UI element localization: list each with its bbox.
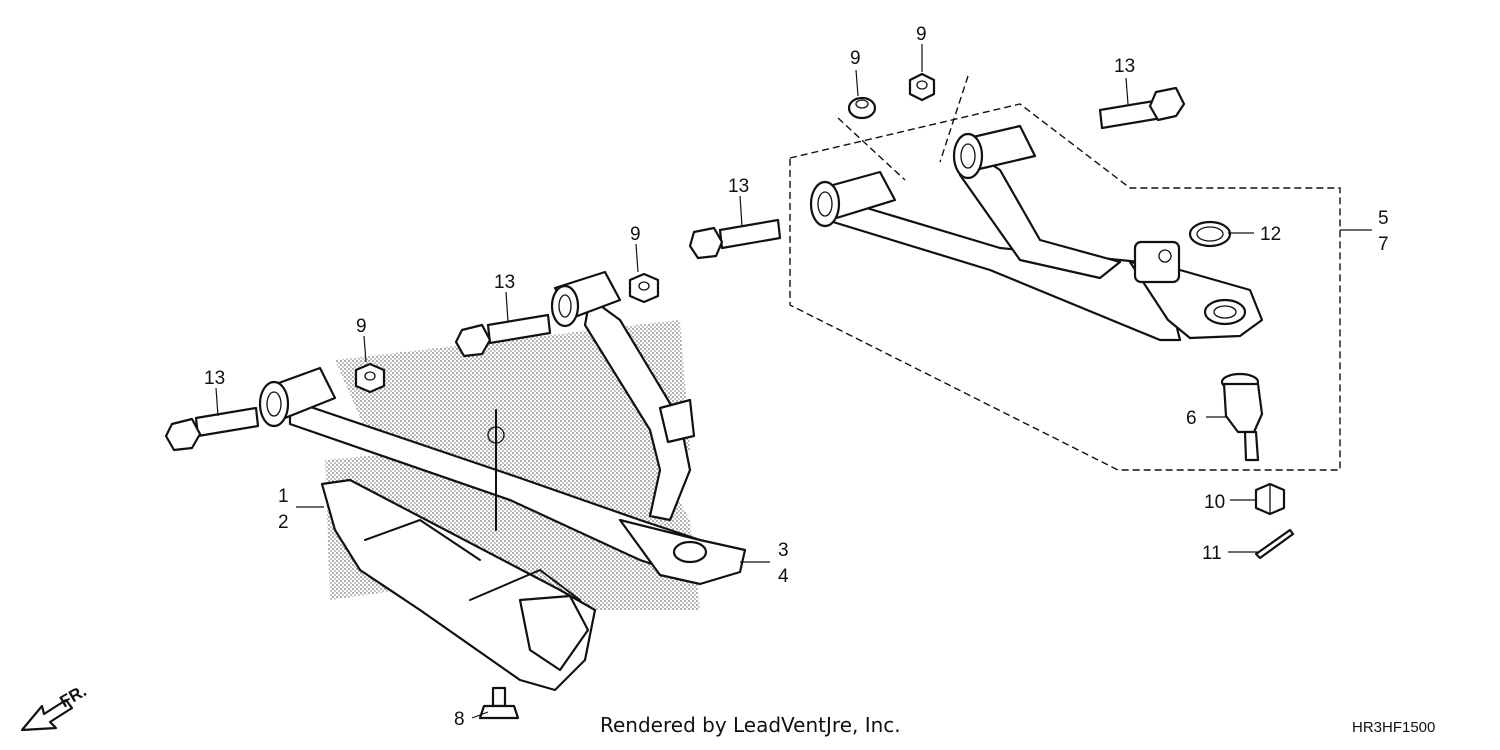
upper-arm-assembly — [809, 124, 1264, 342]
front-direction-indicator: FR. — [20, 681, 90, 732]
nut-9-rear-b — [908, 72, 936, 102]
nut-leader-dashed — [837, 75, 969, 181]
ball-joint-6 — [1220, 372, 1264, 462]
diagram-code: HR3HF1500 — [1352, 719, 1435, 736]
nut-9-front-lower — [354, 362, 386, 394]
snap-ring-12 — [1188, 220, 1232, 248]
callout-13-upper-left: 13 — [728, 176, 749, 197]
render-credit: Rendered by LeadVentJre, Inc. — [600, 713, 901, 737]
bolt-13-upper-left — [688, 218, 782, 260]
callout-9-rear-b: 9 — [916, 24, 927, 45]
bolt-13-front-lower — [164, 406, 260, 452]
nut-9-front-upper — [628, 272, 660, 304]
callout-9-front-upper: 9 — [630, 224, 641, 245]
callout-3: 3 — [778, 540, 789, 561]
callout-1: 1 — [278, 486, 289, 507]
callout-8: 8 — [454, 709, 465, 730]
leader-lines — [215, 44, 1372, 719]
lower-arm-assembly — [258, 270, 747, 586]
callout-11: 11 — [1202, 543, 1222, 564]
cotter-pin-11 — [1254, 528, 1295, 560]
bolt-13-front-upper — [454, 313, 552, 358]
castle-nut-10 — [1254, 482, 1286, 516]
callout-13-front-lower: 13 — [204, 368, 225, 389]
bolt-13-upper-right — [1098, 86, 1186, 130]
callout-10: 10 — [1204, 492, 1225, 513]
callout-2: 2 — [278, 512, 289, 533]
callout-labels: 1 2 3 4 5 6 7 8 9 9 9 9 10 11 12 13 13 1… — [204, 24, 1389, 730]
callout-6: 6 — [1186, 408, 1197, 429]
skid-plate — [320, 478, 597, 692]
callout-9-front-lower: 9 — [356, 316, 367, 337]
front-arrow-icon — [20, 698, 74, 732]
callout-7: 7 — [1378, 234, 1389, 255]
callout-12: 12 — [1260, 224, 1281, 245]
callout-13-front-upper: 13 — [494, 272, 515, 293]
assembly-dashed-outline — [789, 103, 1341, 471]
callout-5: 5 — [1378, 208, 1389, 229]
bolt-8 — [478, 686, 520, 720]
nut-9-rear-a — [847, 96, 877, 120]
callout-9-rear-a: 9 — [850, 48, 861, 69]
callout-4: 4 — [778, 566, 789, 587]
callout-13-upper-right: 13 — [1114, 56, 1135, 77]
